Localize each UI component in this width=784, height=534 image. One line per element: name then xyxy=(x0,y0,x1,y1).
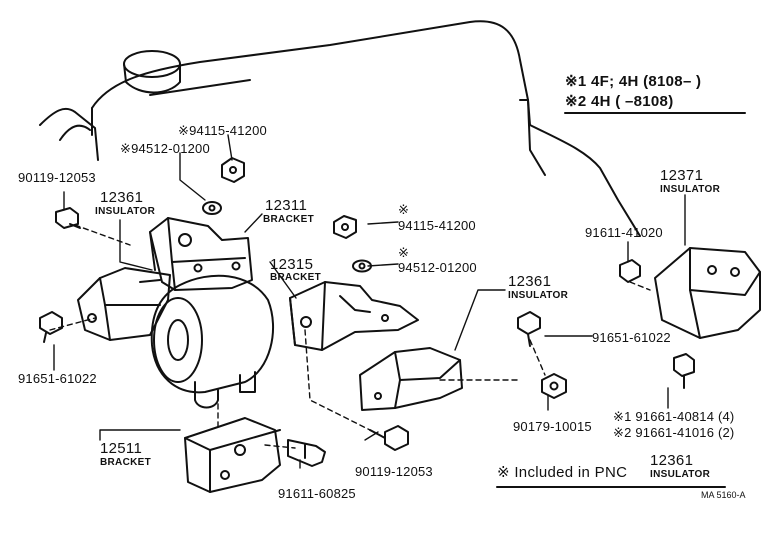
stud-91661 xyxy=(673,353,695,389)
washer-94512-top xyxy=(202,201,222,215)
part-label-12361-right: 12361 xyxy=(508,273,552,290)
part-label-94115-top: ※94115-41200 xyxy=(178,123,267,138)
model-note-1: ※1 4F; 4H (8108– ) xyxy=(565,73,702,90)
part-label-91661-1: ※1 91661-40814 (4) xyxy=(613,409,735,424)
bracket-12511 xyxy=(184,417,281,493)
bolt-90119-left xyxy=(55,207,81,229)
washer-94512-mid xyxy=(352,259,372,273)
bracket-12311 xyxy=(149,217,253,291)
insulator-12361-right xyxy=(359,347,463,411)
nut-90179 xyxy=(541,373,567,399)
part-label-90179: 90179-10015 xyxy=(513,419,592,434)
bolt-90119-bottom xyxy=(369,425,409,451)
bolt-91611-60825 xyxy=(287,439,326,467)
part-label-91651-61022-right: 91651-61022 xyxy=(592,330,671,345)
bracket-12315 xyxy=(289,281,419,351)
part-name-12361-left: INSULATOR xyxy=(95,206,156,217)
part-label-12315: 12315 xyxy=(270,256,314,273)
bolt-91611-41020 xyxy=(619,259,641,283)
part-label-91611-60825: 91611-60825 xyxy=(278,486,356,501)
part-label-12511: 12511 xyxy=(100,440,143,457)
part-label-12361-left: 12361 xyxy=(100,189,144,206)
insulator-12361-left xyxy=(77,267,171,341)
engine-block-outline xyxy=(39,20,641,237)
part-label-94512-mid: 94512-01200 xyxy=(398,260,477,275)
part-mark-94115-mid: ※ xyxy=(398,202,410,217)
part-label-90119-bottom: 90119-12053 xyxy=(355,464,433,479)
part-label-91651-61022-left: 91651-61022 xyxy=(18,371,97,386)
part-label-94115-mid: 94115-41200 xyxy=(398,218,476,233)
mount-cylinder xyxy=(150,274,275,409)
diagram-code: MA 5160-A xyxy=(701,490,746,500)
insulator-12371 xyxy=(654,247,761,339)
model-note-2: ※2 4H ( –8108) xyxy=(565,93,674,110)
part-name-12311: BRACKET xyxy=(263,214,314,225)
nut-94115-top xyxy=(221,157,245,183)
part-mark-94512-mid: ※ xyxy=(398,245,410,260)
part-name-12371: INSULATOR xyxy=(660,184,721,195)
underlines xyxy=(496,112,746,488)
part-label-12311: 12311 xyxy=(265,197,308,214)
included-in-pnc-text: ※ Included in PNC xyxy=(497,464,628,481)
part-label-91611-41020: 91611-41020 xyxy=(585,225,663,240)
part-label-12371: 12371 xyxy=(660,167,704,184)
pnc-number: 12361 xyxy=(650,452,694,469)
bolt-91651-left xyxy=(39,311,63,343)
part-label-91661-2: ※2 91661-41016 (2) xyxy=(613,425,735,440)
nut-94115-mid xyxy=(333,215,357,239)
leader-lines xyxy=(53,134,686,469)
part-name-12511: BRACKET xyxy=(100,457,151,468)
pnc-name: INSULATOR xyxy=(650,469,711,480)
dashed-lines xyxy=(49,224,651,449)
bolt-91651-right xyxy=(517,311,541,347)
part-name-12361-right: INSULATOR xyxy=(508,290,569,301)
part-name-12315: BRACKET xyxy=(270,272,321,283)
part-label-94512-top: ※94512-01200 xyxy=(120,141,210,156)
part-label-90119-left: 90119-12053 xyxy=(18,170,96,185)
